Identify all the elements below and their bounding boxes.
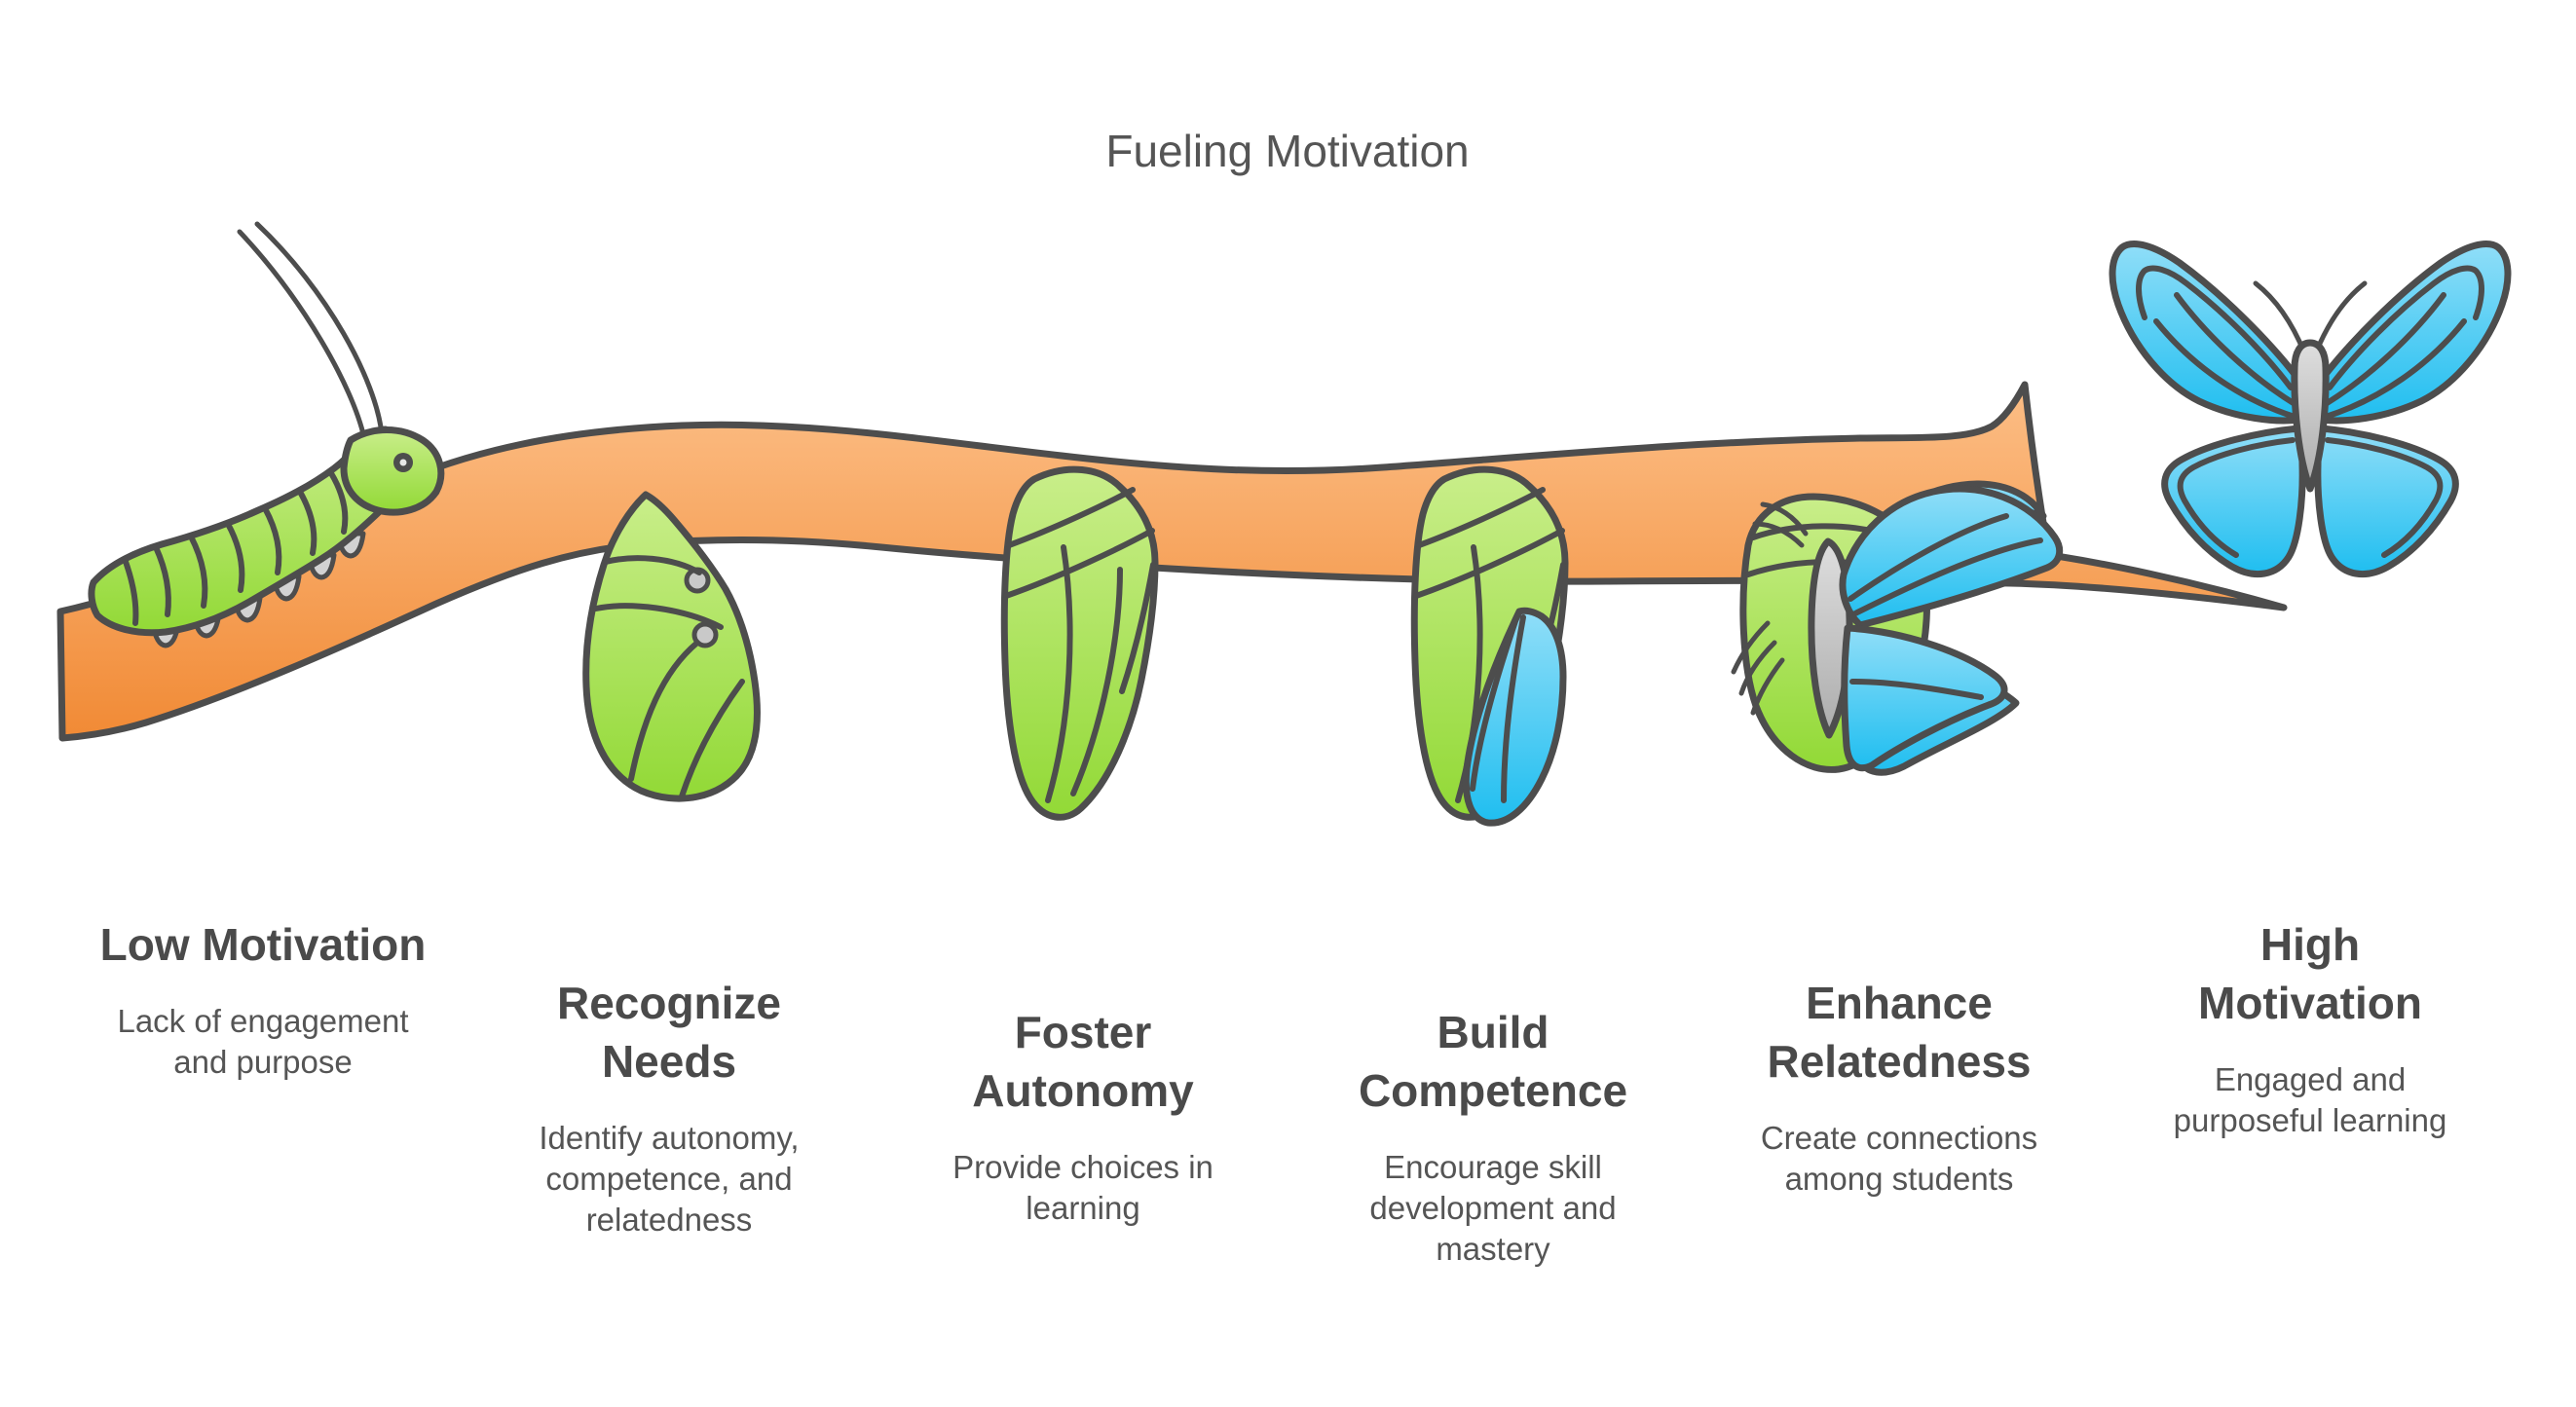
butterfly-body <box>2291 339 2330 493</box>
stage-description: Engaged and purposeful learning <box>2173 1061 2447 1138</box>
stage-title: Foster Autonomy <box>972 1007 1194 1116</box>
emerging-wing-bud <box>1462 607 1567 827</box>
stage-caption-low-motivation: Low Motivation Lack of engagement and pu… <box>58 915 467 1083</box>
butterfly-graphic <box>2109 241 2512 577</box>
caterpillar-head <box>340 426 445 516</box>
stage-description: Lack of engagement and purpose <box>117 1003 409 1080</box>
stage-description: Encourage skill development and mastery <box>1369 1149 1617 1267</box>
chrysalis-with-wing-graphic <box>1410 465 1569 827</box>
stage-title: Enhance Relatedness <box>1767 978 2032 1087</box>
stage-title: Recognize Needs <box>556 978 782 1087</box>
stage-description: Create connections among students <box>1760 1120 2038 1197</box>
stage-description: Provide choices in learning <box>952 1149 1213 1226</box>
stage-caption-foster-autonomy: Foster Autonomy Provide choices in learn… <box>932 1003 1234 1229</box>
curled-caterpillar-graphic <box>582 491 761 802</box>
stage-description: Identify autonomy, competence, and relat… <box>539 1120 800 1238</box>
stage-title: Low Motivation <box>99 919 427 970</box>
emerging-butterfly-graphic <box>1731 480 2064 776</box>
stage-title: Build Competence <box>1358 1007 1628 1116</box>
caterpillar-graphic <box>88 221 445 648</box>
stage-caption-high-motivation: High Motivation Engaged and purposeful l… <box>2154 915 2466 1141</box>
chrysalis-graphic <box>1000 465 1159 821</box>
stage-caption-enhance-relatedness: Enhance Relatedness Create connections a… <box>1734 974 2065 1200</box>
stage-title: High Motivation <box>2198 919 2422 1028</box>
stage-caption-recognize-needs: Recognize Needs Identify autonomy, compe… <box>518 974 820 1240</box>
page-title: Fueling Motivation <box>1105 126 1470 176</box>
caterpillar-antennae <box>237 229 367 441</box>
stage-caption-build-competence: Build Competence Encourage skill develop… <box>1332 1003 1654 1270</box>
